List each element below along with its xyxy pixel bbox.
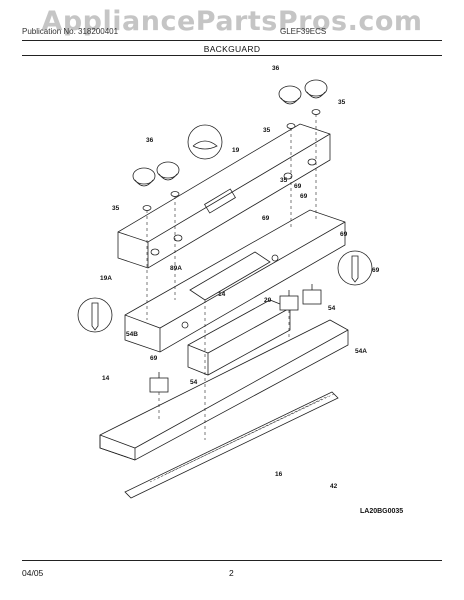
callout-label: 69	[340, 231, 348, 238]
callout-label: 54	[328, 305, 336, 312]
callout-label: 35	[112, 205, 120, 212]
washer	[170, 191, 180, 197]
callout-label: 36	[272, 65, 280, 72]
callout-label: 20	[264, 297, 272, 304]
callout-label: 14	[218, 291, 226, 298]
knob-top-right	[278, 79, 328, 105]
callout-label: 69	[300, 193, 308, 200]
callout-label: 35	[280, 177, 288, 184]
callout-label: 19A	[100, 275, 112, 282]
callout-label: 35	[338, 99, 346, 106]
footer-date: 04/05	[22, 568, 44, 578]
knob-top-left	[132, 161, 180, 187]
control-panel-19a	[124, 209, 346, 353]
callout-label: 16	[275, 471, 283, 478]
knob-detail-circle	[187, 124, 223, 160]
washer	[311, 109, 321, 115]
washer	[142, 205, 152, 211]
infinite-switch-54	[279, 290, 299, 311]
publication-number: Publication No. 318200401	[22, 27, 119, 36]
backguard-trim-42	[124, 391, 339, 499]
callout-label: 36	[146, 137, 154, 144]
callout-label: 69	[150, 355, 158, 362]
callout-label: 35	[263, 127, 271, 134]
callout-label: 69	[294, 183, 302, 190]
header-rule-bottom	[22, 55, 442, 56]
part-callouts: 36 35 35 36 35 19 35 69 69 69 69 19A 89A 69 14 20 54 54B 6…	[100, 65, 380, 490]
callout-label: 89A	[170, 265, 182, 272]
callout-label: 54A	[355, 348, 367, 355]
callout-label: 19	[232, 147, 240, 154]
callout-label: 54	[190, 379, 198, 386]
callout-label: 69	[372, 267, 380, 274]
footer-page-number: 2	[229, 568, 234, 578]
backguard-panel-19	[117, 123, 331, 269]
callout-label: 54B	[126, 331, 138, 338]
callout-label: 42	[330, 483, 338, 490]
screw-detail-circle-14	[337, 250, 373, 286]
footer-rule	[22, 560, 442, 561]
electronic-control-20	[187, 299, 291, 376]
model-number: GLEF39ECS	[280, 27, 327, 36]
screw-detail-circle-69	[77, 297, 113, 333]
infinite-switch-54b	[302, 284, 322, 305]
end-cap-16	[99, 319, 349, 461]
section-title: BACKGUARD	[203, 44, 261, 54]
diagram-code: LA20BG0035	[360, 508, 404, 515]
callout-label: 69	[262, 215, 270, 222]
header-rule-top	[22, 40, 442, 41]
infinite-switch-54a	[149, 372, 169, 393]
watermark: AppliancePartsPros.com	[41, 6, 423, 37]
callout-label: 14	[102, 375, 110, 382]
